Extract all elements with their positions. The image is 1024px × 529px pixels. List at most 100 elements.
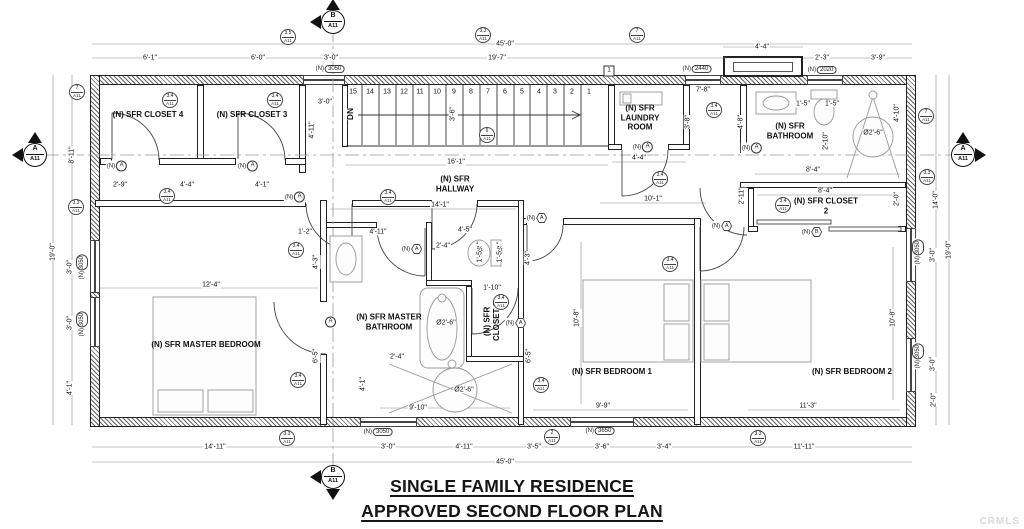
dim-r1: 14'-0" <box>931 191 941 209</box>
window-tag-size: 2440 <box>691 65 712 73</box>
wall-hall-south-a <box>95 200 306 207</box>
window-tag-3050-right-b: (N)3050 <box>912 342 924 370</box>
ref-sheet: A11 <box>710 111 718 116</box>
master-shower-head <box>447 359 457 369</box>
dim-i3: 2'-9" <box>112 181 128 189</box>
bedroom2-pillow-1 <box>703 283 730 322</box>
section-letter: B <box>324 466 342 477</box>
drawing-title: SINGLE FAMILY RESIDENCE APPROVED SECOND … <box>361 474 663 524</box>
section-arrow-icon <box>310 470 321 484</box>
closet2-slider-a <box>756 219 832 225</box>
ref-num: 6 <box>481 128 493 136</box>
dim-i28: 11'-3" <box>798 402 818 410</box>
ref-num: 3.3 <box>70 200 82 208</box>
stair-tread-4: 4 <box>537 88 541 96</box>
dim-left-overall: 19'-0" <box>48 243 58 261</box>
section-sheet: A11 <box>958 156 968 162</box>
watermark: CRMLS <box>979 516 1020 527</box>
dim-i29: 8'-4" <box>817 187 833 195</box>
ref-num: 2 <box>546 430 558 438</box>
room-label-closet3: (N) SFR CLOSET 3 <box>216 110 288 120</box>
dim-i37: 7'-8" <box>695 86 711 94</box>
door-tag-closet1: (N)A <box>504 318 528 328</box>
dim-i20: Ø2'-6" <box>435 319 457 327</box>
ref-num: 3.3 <box>752 431 764 439</box>
door-tag-closet3: (N)A <box>236 160 260 172</box>
dim-i38: 3'-8" <box>683 115 693 129</box>
wall-mbath-north <box>326 222 377 228</box>
master-bed-pillow-2 <box>207 389 254 413</box>
dim-i39: 4'-8" <box>736 115 746 129</box>
stair-direction-arrow <box>358 110 582 120</box>
ref-num: 7 <box>920 109 932 117</box>
door-tag-prefix: (N) <box>505 320 515 327</box>
ref-num: 3.4 <box>292 373 304 381</box>
ref-sheet: A11 <box>483 136 491 141</box>
stair-tread-2: 2 <box>570 88 574 96</box>
door-type-a-icon: A <box>294 191 306 203</box>
dim-i1: 3'-0" <box>317 98 333 106</box>
dim-b4: 3'-5" <box>526 443 542 451</box>
door-tag-laundry: (N)A <box>631 141 655 153</box>
dim-i8: 12'-4" <box>201 281 221 289</box>
section-marker-a-left: A A11 <box>12 132 47 167</box>
section-arrow-icon <box>975 148 986 162</box>
section-sheet: A11 <box>30 156 40 162</box>
dim-top-overall: 45'-0" <box>495 40 515 48</box>
section-marker-a-right: A A11 <box>951 132 986 167</box>
ref-num: 3.5 <box>282 30 294 38</box>
window-left-3050-a <box>90 240 100 293</box>
ref-sheet: A11 <box>548 438 556 443</box>
door-tag-master-bedroom: (N)A <box>283 191 307 203</box>
door-type-a-icon: A <box>247 160 259 172</box>
dim-i9: 1'-2" <box>297 228 313 236</box>
ref-sheet: A11 <box>73 93 81 98</box>
section-arrow-icon <box>326 0 340 10</box>
dim-i26: 9'-9" <box>595 402 611 410</box>
window-tag-size: 3050 <box>76 254 88 271</box>
dim-t1: 6'-1" <box>142 54 158 62</box>
window-tag-size: 3050 <box>76 311 88 328</box>
window-tag-3650: (N)3650 <box>584 427 616 435</box>
door-tag-prefix: (N) <box>801 229 811 236</box>
door-type-letter: B <box>812 228 822 236</box>
window-tag-prefix: (N) <box>682 66 691 72</box>
ref-sheet: A11 <box>163 197 171 202</box>
dim-i31: 8'-4" <box>805 166 821 174</box>
section-arrow-icon <box>326 489 340 500</box>
dim-i24: 9'-10" <box>408 404 428 412</box>
dim-l1: 8'-11" <box>67 146 77 164</box>
ref-num: 3.4 <box>535 378 547 386</box>
door-tag-prefix: (N) <box>526 215 536 222</box>
master-vanity-sink <box>335 242 357 276</box>
bath-shower-head <box>868 90 878 100</box>
window-tag-prefix: (N) <box>915 256 921 265</box>
room-label-closet4: (N) SFR CLOSET 4 <box>112 110 184 120</box>
section-sheet: A11 <box>328 23 338 29</box>
ref-sheet: A11 <box>656 180 664 185</box>
wall-masterbed-east-b <box>320 354 327 425</box>
stair-tread-9: 9 <box>452 88 456 96</box>
window-tag-prefix: (N) <box>363 429 372 435</box>
dim-r3: 3'-0" <box>928 357 938 371</box>
bedroom1-pillow-2 <box>663 323 690 361</box>
wall-laundry-south-a <box>608 144 622 150</box>
window-bottom-3050 <box>360 417 417 427</box>
fixtures <box>152 89 900 416</box>
ref-num: 3.4 <box>290 243 302 251</box>
bathtub-inner <box>426 295 458 361</box>
dim-b3: 4'-11" <box>454 443 474 451</box>
wall-closets-south-c <box>285 158 306 165</box>
